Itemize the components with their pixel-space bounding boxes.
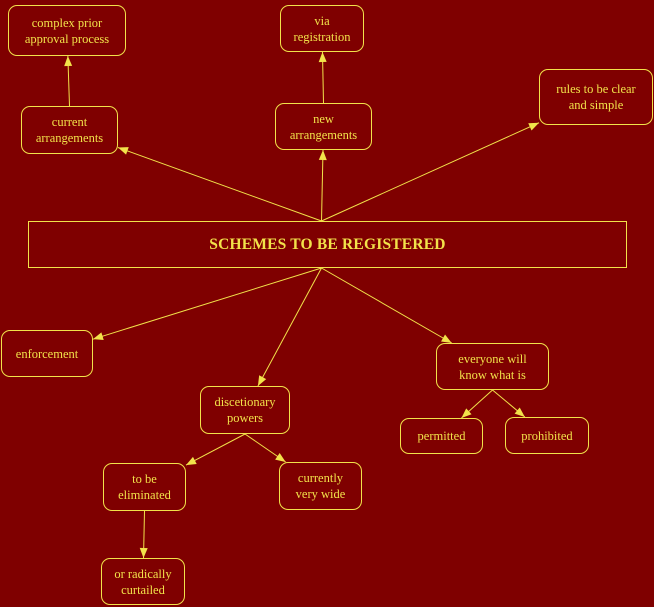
edge-discretionary-powers-to-to-be-eliminated	[185, 433, 246, 466]
arrowhead-icon	[186, 456, 197, 466]
node-new-arrangements: new arrangements	[275, 103, 372, 150]
arrowhead-icon	[139, 547, 148, 558]
arrowhead-icon	[441, 334, 452, 343]
arrowhead-icon	[257, 375, 267, 386]
arrowhead-icon	[514, 407, 525, 417]
arrowhead-icon	[528, 122, 539, 131]
arrowhead-icon	[93, 332, 104, 341]
edge-root-to-current-arrangements	[117, 147, 322, 222]
arrowhead-icon	[64, 56, 73, 67]
node-complex-prior-approval-process: complex prior approval process	[8, 5, 126, 56]
edge-root-to-discretionary-powers	[257, 267, 322, 387]
node-rules-to-be-clear-and-simple: rules to be clear and simple	[539, 69, 653, 125]
node-currently-very-wide: currently very wide	[279, 462, 362, 510]
edge-root-to-rules-clear-simple	[321, 122, 540, 222]
edge-root-to-everyone-will-know	[321, 267, 452, 344]
node-schemes-to-be-registered: SCHEMES TO BE REGISTERED	[28, 221, 627, 268]
edge-root-to-enforcement	[92, 267, 322, 340]
arrowhead-icon	[318, 150, 327, 161]
node-current-arrangements: current arrangements	[21, 106, 118, 154]
arrowhead-icon	[461, 408, 472, 418]
node-to-be-eliminated: to be eliminated	[103, 463, 186, 511]
node-via-registration: via registration	[280, 5, 364, 52]
arrowhead-icon	[275, 453, 286, 462]
node-everyone-will-know-what-is: everyone will know what is	[436, 343, 549, 390]
edge-root-to-new-arrangements	[321, 149, 324, 222]
node-enforcement: enforcement	[1, 330, 93, 377]
arrowhead-icon	[118, 147, 129, 155]
node-prohibited: prohibited	[505, 417, 589, 454]
node-discretionary-powers: discetionary powers	[200, 386, 290, 434]
node-permitted: permitted	[400, 418, 483, 454]
arrowhead-icon	[318, 52, 327, 63]
node-or-radically-curtailed: or radically curtailed	[101, 558, 185, 605]
